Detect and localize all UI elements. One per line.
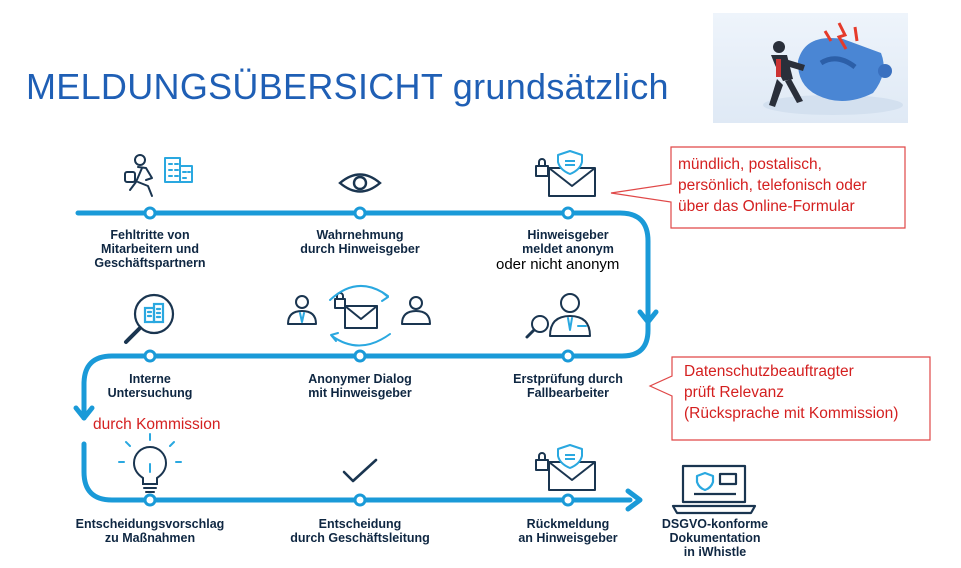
callout-channels-text: mündlich, postalisch, persönlich, telefo…	[678, 156, 867, 215]
step-label-5: Anonymer Dialog mit Hinweisgeber	[308, 372, 412, 400]
step-label-10: DSGVO-konforme Dokumentation in iWhistle	[661, 517, 769, 559]
running-thief-icon	[124, 154, 193, 197]
marker-1	[143, 206, 157, 220]
laptop-icon	[671, 464, 757, 515]
marker-6	[561, 349, 575, 363]
step-label-3: Hinweisgeber meldet anonym	[522, 228, 614, 256]
sound-burst-icon	[823, 22, 859, 50]
step-label-6: Erstprüfung durch Fallbearbeiter	[513, 372, 623, 400]
case-officer-icon	[525, 293, 591, 339]
step-markers	[143, 206, 575, 507]
whistle-icon	[797, 37, 892, 102]
marker-7	[143, 493, 157, 507]
checkmark-icon	[342, 458, 378, 483]
step-label-1: Fehltritte von Mitarbeitern und Geschäft…	[94, 228, 206, 270]
lightbulb-icon	[118, 433, 182, 493]
step-label-9: Rückmeldung an Hinweisgeber	[518, 517, 618, 545]
step-label-2: Wahrnehmung durch Hinweisgeber	[300, 228, 420, 256]
flow-path-bottom	[81, 441, 633, 503]
secure-mail-icon	[535, 150, 596, 197]
callout-box-privacy	[648, 356, 931, 441]
eye-icon	[338, 173, 382, 193]
marker-5	[353, 349, 367, 363]
commission-note: durch Kommission	[93, 416, 221, 433]
flow-path-middle	[81, 312, 651, 421]
page-title: MELDUNGSÜBERSICHT grundsätzlich	[26, 66, 669, 107]
callout-privacy-text: Datenschutzbeauftragter prüft Relevanz (…	[684, 363, 899, 422]
arrow-down-left	[73, 405, 95, 421]
flow-path	[75, 210, 651, 318]
dialog-exchange-icon	[287, 284, 431, 347]
marker-4	[143, 349, 157, 363]
magnifier-building-icon	[124, 293, 175, 344]
marker-9	[561, 493, 575, 507]
man-figure-icon	[769, 41, 805, 107]
marker-3	[561, 206, 575, 220]
step-label-8: Entscheidung durch Geschäftsleitung	[290, 517, 430, 545]
arrow-down-right	[637, 309, 659, 325]
secure-mail-icon-2	[535, 444, 596, 491]
marker-8	[353, 493, 367, 507]
marker-2	[353, 206, 367, 220]
step-label-7: Entscheidungsvorschlag zu Maßnahmen	[75, 517, 225, 545]
whistleblower-photo	[713, 13, 908, 123]
step-label-4: Interne Untersuchung	[107, 372, 193, 400]
arrow-right-end	[625, 488, 643, 512]
callout-box-channels	[610, 146, 906, 229]
anonym-note: oder nicht anonym	[496, 256, 620, 273]
